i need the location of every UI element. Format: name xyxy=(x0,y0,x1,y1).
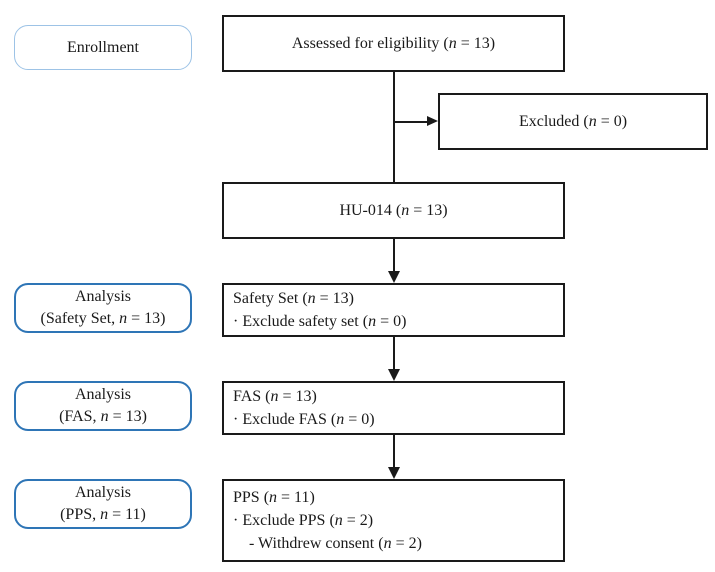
box-text: · Exclude FAS (n = 0) xyxy=(233,411,375,428)
box-fas: FAS (n = 13) · Exclude FAS (n = 0) xyxy=(222,381,565,435)
arrow-right-icon xyxy=(427,116,438,126)
box-text: · Exclude safety set (n = 0) xyxy=(233,313,407,330)
connector-assessed-to-hu014 xyxy=(393,72,395,182)
box-text: PPS (n = 11) xyxy=(233,489,315,506)
box-text: Excluded (n = 0) xyxy=(518,112,628,130)
connector-safety-to-fas xyxy=(393,337,395,369)
box-assessed-for-eligibility: Assessed for eligibility (n = 13) xyxy=(222,15,565,72)
box-text: Safety Set (n = 13) xyxy=(233,290,355,307)
connector-fas-to-pps xyxy=(393,435,395,467)
connector-branch-to-excluded xyxy=(393,121,427,123)
box-text: FAS (n = 13) xyxy=(233,388,317,405)
box-text: HU-014 (n = 13) xyxy=(339,201,448,219)
stage-label-text: Analysis xyxy=(75,386,131,403)
stage-label-analysis-safety: Analysis (Safety Set, n = 13) xyxy=(14,283,192,333)
connector-hu014-to-safety xyxy=(393,239,395,271)
box-hu014: HU-014 (n = 13) xyxy=(222,182,565,239)
stage-label-text: Analysis xyxy=(75,484,131,501)
stage-label-text: (PPS, n = 11) xyxy=(60,506,146,523)
stage-label-text: (Safety Set, n = 13) xyxy=(40,310,166,327)
arrow-down-icon xyxy=(388,467,400,479)
stage-label-text: (FAS, n = 13) xyxy=(59,408,147,425)
stage-label-enrollment: Enrollment xyxy=(14,25,192,70)
box-text: · Exclude PPS (n = 2) xyxy=(233,512,374,529)
box-excluded: Excluded (n = 0) xyxy=(438,93,708,150)
box-text: Assessed for eligibility (n = 13) xyxy=(291,34,496,52)
arrow-down-icon xyxy=(388,369,400,381)
stage-label-analysis-fas: Analysis (FAS, n = 13) xyxy=(14,381,192,431)
stage-label-text: Enrollment xyxy=(67,38,139,56)
box-safety-set: Safety Set (n = 13) · Exclude safety set… xyxy=(222,283,565,337)
stage-label-analysis-pps: Analysis (PPS, n = 11) xyxy=(14,479,192,529)
stage-label-text: Analysis xyxy=(75,288,131,305)
arrow-down-icon xyxy=(388,271,400,283)
box-text: - Withdrew consent (n = 2) xyxy=(249,535,422,552)
box-pps: PPS (n = 11) · Exclude PPS (n = 2) - Wit… xyxy=(222,479,565,562)
